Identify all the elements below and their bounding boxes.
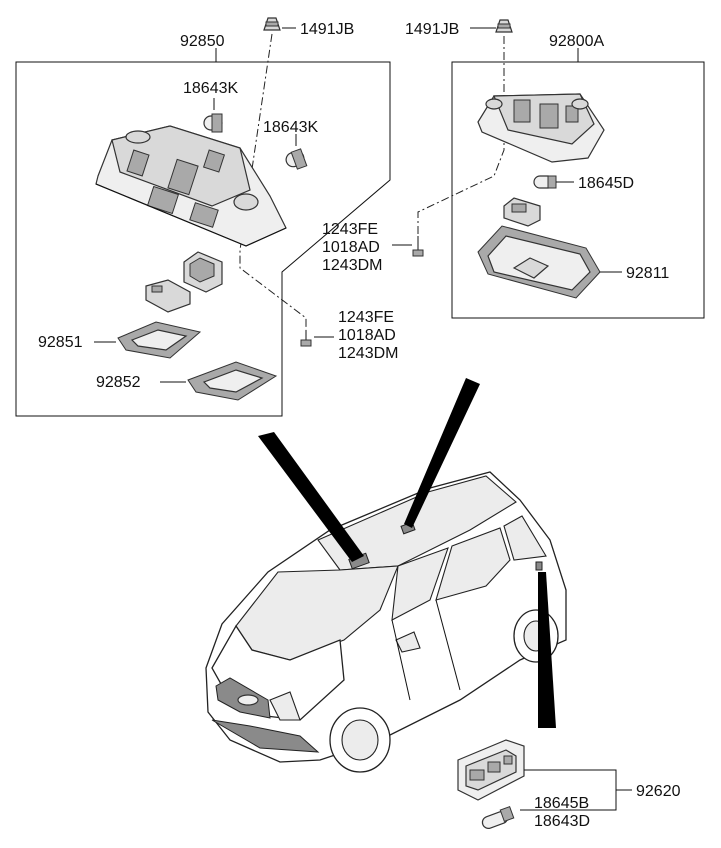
screw-left bbox=[300, 330, 312, 347]
label-18643d: 18643D bbox=[534, 813, 590, 830]
label-18645d: 18645D bbox=[578, 175, 634, 192]
label-92851: 92851 bbox=[38, 334, 83, 351]
label-18643k-b: 18643K bbox=[263, 119, 318, 136]
luggage-lamp-92620 bbox=[457, 739, 525, 801]
pointer-rear-lamp bbox=[404, 378, 480, 528]
label-92852: 92852 bbox=[96, 374, 141, 391]
rear-room-lamp-housing bbox=[477, 93, 605, 163]
label-1018ad-left: 1018AD bbox=[338, 327, 396, 344]
bulb-18643k-a bbox=[203, 113, 223, 133]
label-18643k-a: 18643K bbox=[183, 80, 238, 97]
switch-part-upper bbox=[183, 251, 223, 293]
bulb-18645d bbox=[533, 175, 557, 189]
pointer-front-lamp bbox=[258, 432, 364, 562]
lens-92851 bbox=[117, 321, 202, 359]
label-1491jb-left: 1491JB bbox=[300, 21, 354, 38]
front-room-lamp-housing bbox=[95, 125, 287, 247]
label-1491jb-right: 1491JB bbox=[405, 21, 459, 38]
lens-92852 bbox=[187, 361, 278, 401]
vehicle-illustration bbox=[205, 471, 567, 773]
clip-1491jb-right bbox=[495, 19, 513, 33]
pointer-luggage-lamp bbox=[538, 572, 556, 728]
label-92800a: 92800A bbox=[549, 33, 604, 50]
switch-part-lower bbox=[145, 279, 191, 313]
label-1018ad-right: 1018AD bbox=[322, 239, 380, 256]
bulb-18645b bbox=[481, 806, 515, 829]
label-1243fe-left: 1243FE bbox=[338, 309, 394, 326]
clip-1491jb-left bbox=[263, 17, 281, 31]
label-92850: 92850 bbox=[180, 33, 225, 50]
label-92811: 92811 bbox=[626, 265, 669, 282]
label-1243dm-left: 1243DM bbox=[338, 345, 398, 362]
label-92620: 92620 bbox=[636, 783, 681, 800]
bulb-18643k-b bbox=[285, 148, 308, 170]
rear-socket bbox=[503, 197, 541, 227]
label-1243fe-right: 1243FE bbox=[322, 221, 378, 238]
front-lamp-group-frame bbox=[15, 61, 391, 417]
lens-92811 bbox=[477, 225, 601, 299]
label-1243dm-right: 1243DM bbox=[322, 257, 382, 274]
screw-right bbox=[412, 236, 424, 257]
label-18645b: 18645B bbox=[534, 795, 589, 812]
